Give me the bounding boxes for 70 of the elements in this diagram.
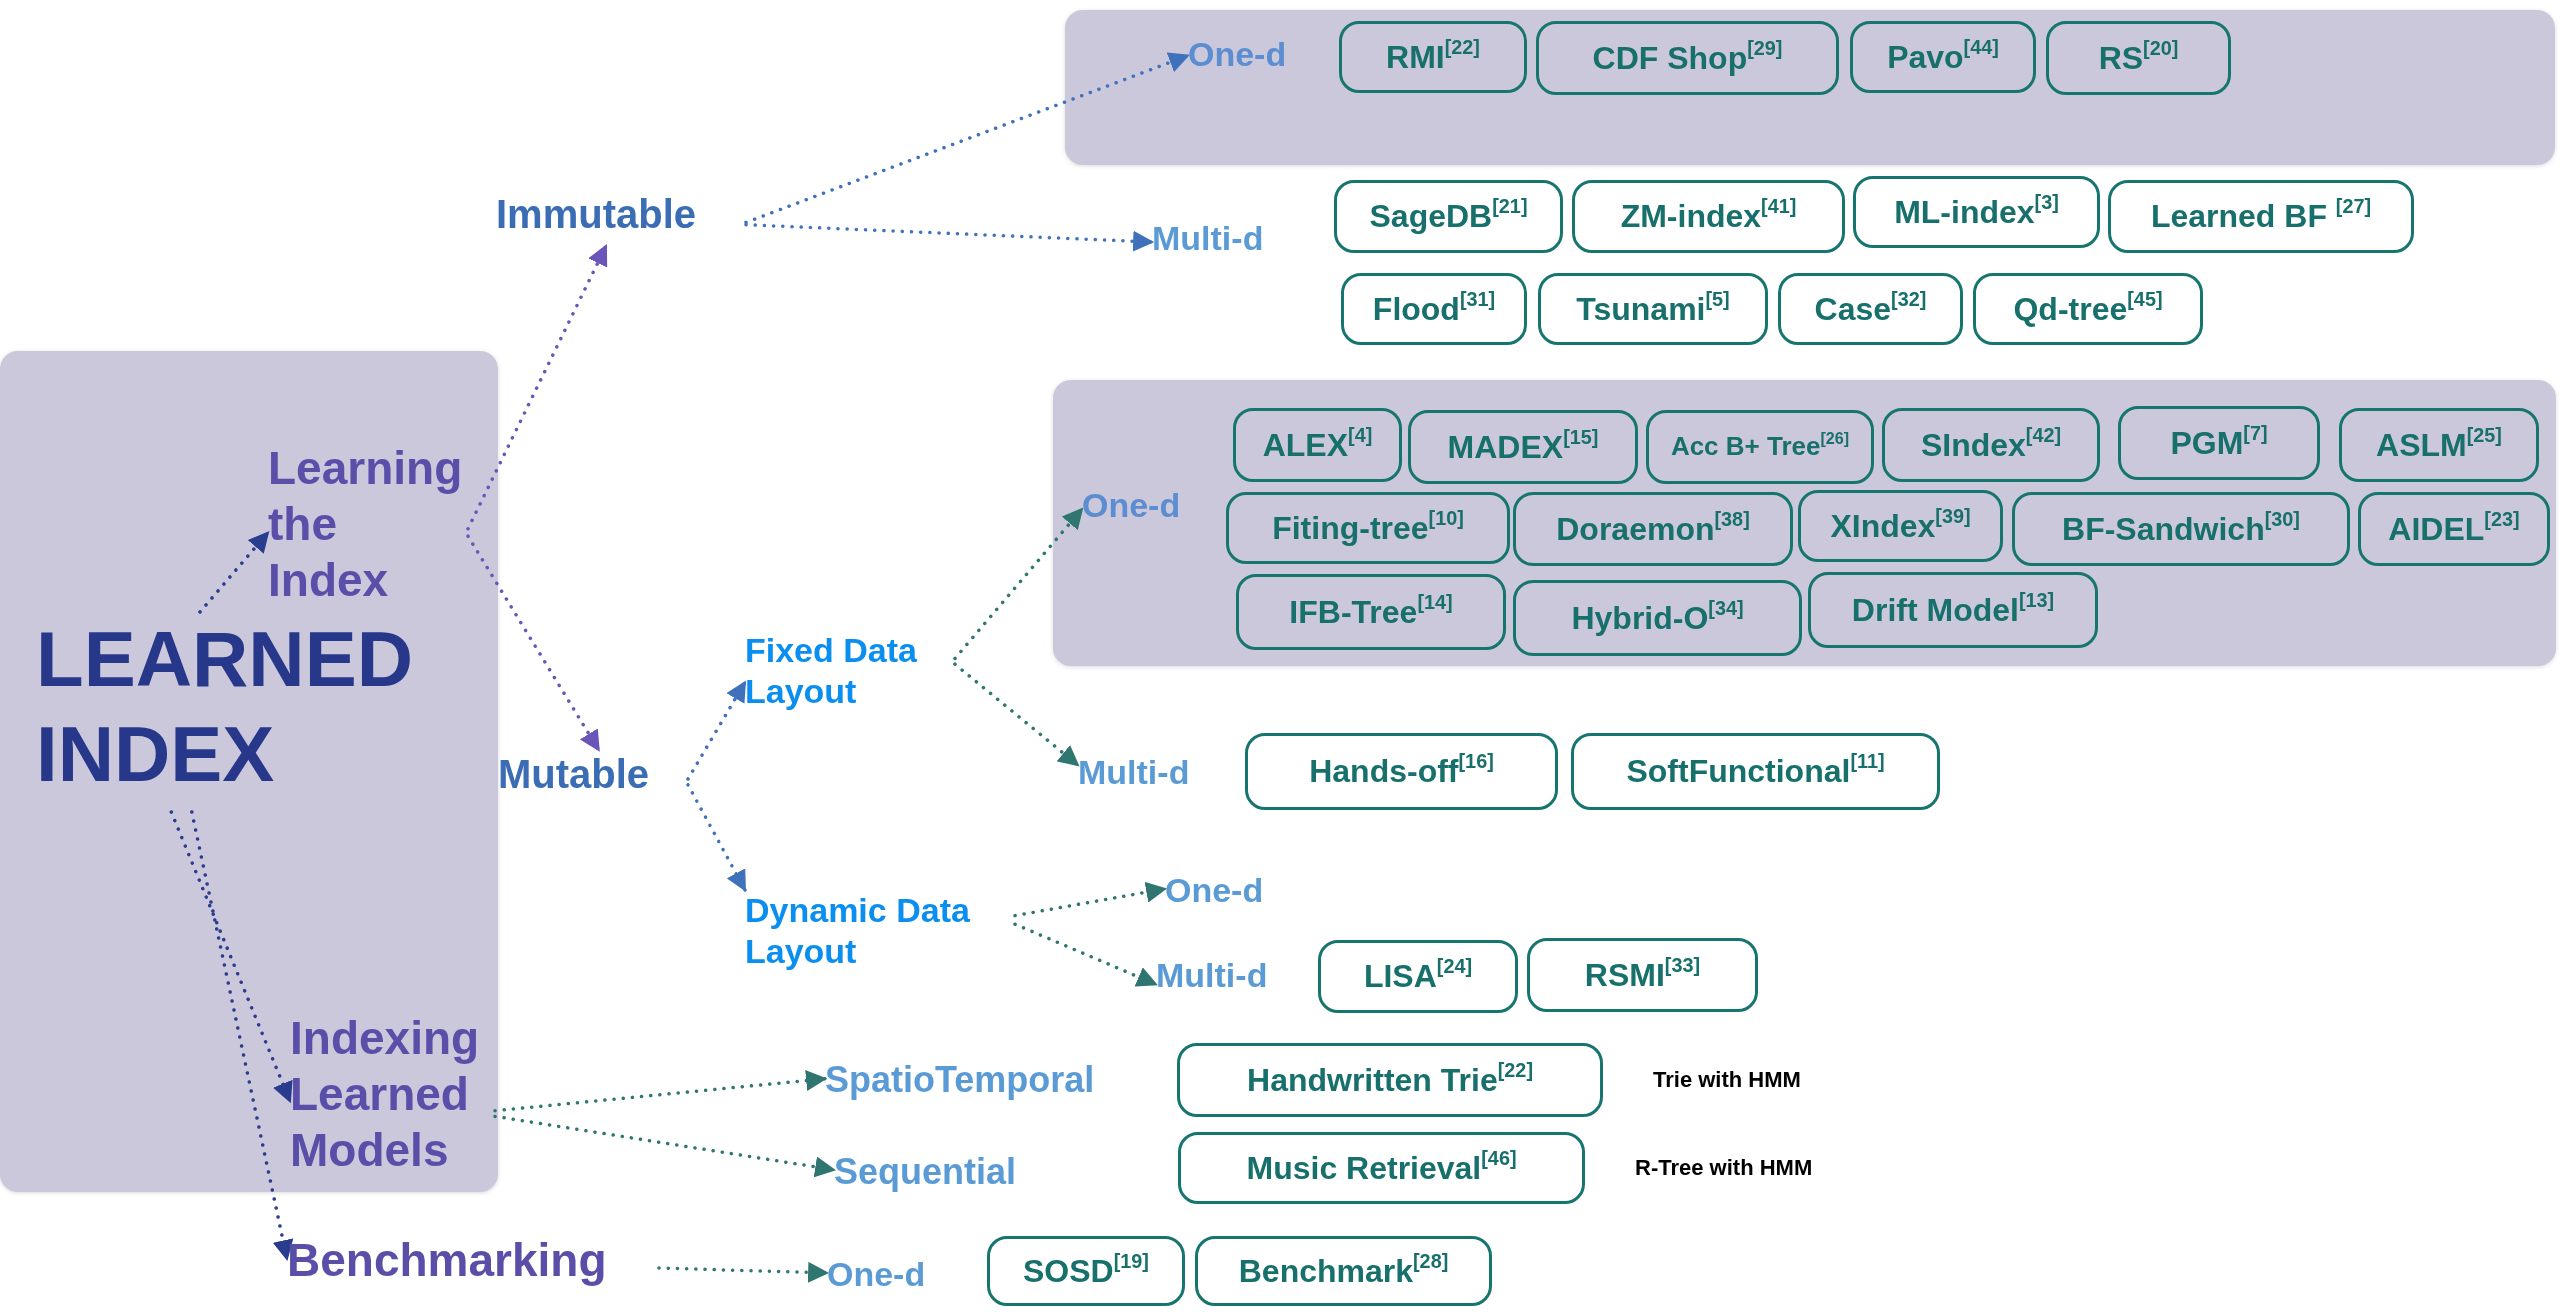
arrow xyxy=(744,52,1190,225)
method-tag: ALEX$^{[4]}$ xyxy=(1233,408,1402,482)
arrow xyxy=(657,1261,830,1283)
method-tag: BF-Sandwich$^{[30]}$ xyxy=(2012,492,2350,566)
method-tag: LISA$^{[24]}$ xyxy=(1318,940,1518,1013)
method-tag: XIndex$^{[39]}$ xyxy=(1798,490,2003,562)
method-tag: RMI$^{[22]}$ xyxy=(1339,21,1527,93)
arrow xyxy=(190,810,294,1262)
method-tag: Hybrid-O$^{[34]}$ xyxy=(1513,580,1802,656)
arrow xyxy=(493,1070,828,1113)
method-tag: RS$^{[20]}$ xyxy=(2046,21,2231,95)
note-text: Trie with HMM xyxy=(1653,1067,1801,1093)
method-tag: Acc B+ Tree$^{[26]}$ xyxy=(1646,410,1874,484)
arrow xyxy=(466,244,608,531)
arrow xyxy=(1013,922,1158,987)
category-label: Dynamic Data Layout xyxy=(745,890,1015,985)
arrow xyxy=(953,662,1080,767)
group-panel xyxy=(0,351,498,1192)
arrow xyxy=(686,783,747,892)
method-tag: Music Retrieval$^{[46]}$ xyxy=(1178,1132,1585,1204)
method-tag: Benchmark$^{[28]}$ xyxy=(1195,1236,1492,1306)
category-label: One-d xyxy=(1188,34,1318,82)
method-tag: AIDEL$^{[23]}$ xyxy=(2358,492,2550,566)
method-tag: Learned BF $^{[27]}$ xyxy=(2108,180,2414,253)
category-label: Indexing Learned Models xyxy=(290,1010,495,1200)
category-label: Immutable xyxy=(496,190,746,246)
method-tag: SoftFunctional$^{[11]}$ xyxy=(1571,733,1940,810)
category-label: Mutable xyxy=(498,750,688,808)
arrow xyxy=(1013,881,1168,918)
method-tag: ML-index$^{[3]}$ xyxy=(1853,176,2100,248)
method-tag: RSMI$^{[33]}$ xyxy=(1527,938,1758,1012)
category-label: Fixed Data Layout xyxy=(745,630,955,725)
method-tag: SageDB$^{[21]}$ xyxy=(1334,180,1563,253)
category-label: One-d xyxy=(1165,870,1290,912)
arrow xyxy=(198,530,270,614)
arrow xyxy=(953,507,1084,661)
method-tag: CDF Shop$^{[29]}$ xyxy=(1536,21,1839,95)
method-tag: MADEX$^{[15]}$ xyxy=(1408,410,1638,484)
category-label: One-d xyxy=(1082,485,1207,533)
category-label: SpatioTemporal xyxy=(825,1058,1145,1104)
method-tag: SIndex$^{[42]}$ xyxy=(1882,408,2100,482)
category-label: Multi-d xyxy=(1156,955,1296,997)
method-tag: IFB-Tree$^{[14]}$ xyxy=(1236,574,1506,650)
arrow xyxy=(744,222,1155,252)
category-label: Multi-d xyxy=(1078,752,1218,796)
method-tag: SOSD$^{[19]}$ xyxy=(987,1236,1185,1306)
method-tag: ASLM$^{[25]}$ xyxy=(2339,408,2539,482)
method-tag: ZM-index$^{[41]}$ xyxy=(1572,180,1845,253)
method-tag: Doraemon$^{[38]}$ xyxy=(1513,492,1793,566)
method-tag: Hands-off$^{[16]}$ xyxy=(1245,733,1558,810)
method-tag: Qd-tree$^{[45]}$ xyxy=(1973,273,2203,345)
arrow xyxy=(686,680,747,781)
arrow xyxy=(493,1114,837,1178)
method-tag: Drift Model$^{[13]}$ xyxy=(1808,572,2098,648)
arrow xyxy=(169,810,293,1104)
arrow xyxy=(466,534,601,752)
category-label: Multi-d xyxy=(1152,218,1292,266)
group-panel xyxy=(1065,10,2555,165)
category-label: One-d xyxy=(827,1254,952,1296)
method-tag: PGM$^{[7]}$ xyxy=(2118,406,2320,480)
category-label: Benchmarking xyxy=(287,1232,659,1292)
group-panel xyxy=(1053,380,2556,666)
method-tag: Flood$^{[31]}$ xyxy=(1341,273,1527,345)
category-label: Sequential xyxy=(834,1150,1044,1194)
note-text: R-Tree with HMM xyxy=(1635,1155,1813,1181)
method-tag: Tsunami$^{[5]}$ xyxy=(1538,273,1768,345)
method-tag: Fiting-tree$^{[10]}$ xyxy=(1226,492,1510,564)
method-tag: Handwritten Trie$^{[22]}$ xyxy=(1177,1043,1603,1117)
method-tag: Case$^{[32]}$ xyxy=(1778,273,1963,345)
method-tag: Pavo$^{[44]}$ xyxy=(1850,21,2036,93)
